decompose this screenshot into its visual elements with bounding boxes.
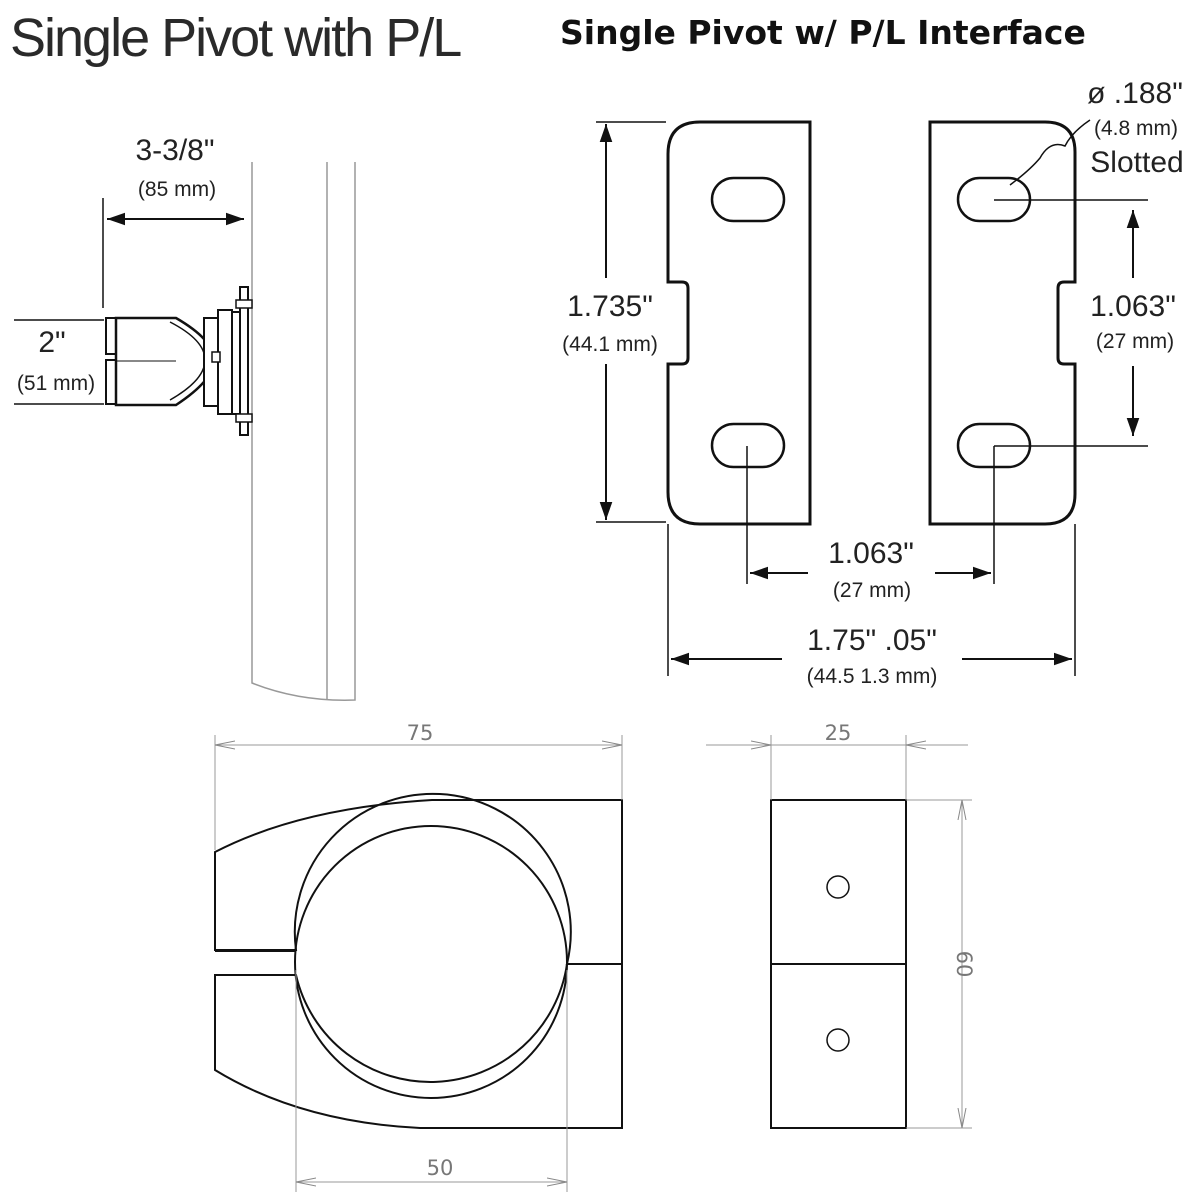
title-left: Single Pivot with P/L	[10, 8, 461, 68]
clamp-thickness-25-dimension: 25	[706, 721, 968, 800]
pole-drawing	[251, 162, 356, 701]
clamp-width-label: 75	[407, 721, 434, 745]
hole-diameter-inches-label: ø .188"	[1087, 77, 1183, 110]
clamp-side-top-hole	[826, 875, 850, 899]
hole-spacing-horizontal-inches-label: 1.063"	[828, 537, 914, 570]
depth-dimension: 3-3/8" (85 mm)	[102, 134, 244, 308]
hole-spacing-vertical-inches-label: 1.063"	[1090, 290, 1176, 323]
clamp-height-60-dimension: 60	[906, 799, 976, 1129]
title-right: Single Pivot w/ P/L Interface	[560, 13, 1086, 52]
depth-inches-label: 3-3/8"	[135, 134, 214, 167]
plate-width-inches-label: 1.75" .05"	[807, 624, 937, 657]
clamp-thickness-label: 25	[825, 721, 852, 745]
height-mm-label: (51 mm)	[17, 372, 95, 395]
left-plate-bottom-slot	[710, 422, 786, 469]
hole-callout: ø .188" (4.8 mm) Slotted	[1009, 77, 1184, 186]
clamp-width-75-dimension: 75	[214, 721, 623, 850]
hole-diameter-mm-label: (4.8 mm)	[1094, 117, 1178, 140]
clamp-front-view	[214, 792, 623, 1129]
plate-height-dimension: 1.735" (44.1 mm)	[562, 121, 666, 523]
hole-slotted-label: Slotted	[1090, 146, 1183, 179]
clamp-height-label: 60	[952, 951, 976, 978]
plate-width-dimension: 1.75" .05" (44.5 1.3 mm)	[667, 524, 1076, 688]
plate-width-mm-label: (44.5 1.3 mm)	[807, 665, 938, 688]
height-dimension: 2" (51 mm)	[14, 319, 104, 405]
plate-height-inches-label: 1.735"	[567, 290, 653, 323]
right-plate	[928, 120, 1077, 526]
left-plate	[666, 120, 812, 526]
height-inches-label: 2"	[38, 326, 65, 359]
clamp-side-bottom-hole	[826, 1028, 850, 1052]
plate-height-mm-label: (44.1 mm)	[562, 333, 658, 356]
clamp-bore-50-dimension: 50	[295, 970, 568, 1192]
clamp-bore-label: 50	[427, 1156, 454, 1180]
hole-spacing-vertical-dimension: 1.063" (27 mm)	[994, 199, 1176, 447]
left-plate-top-slot	[710, 176, 786, 223]
hole-spacing-horizontal-dimension: 1.063" (27 mm)	[746, 446, 995, 602]
depth-mm-label: (85 mm)	[138, 178, 216, 201]
hole-spacing-vertical-mm-label: (27 mm)	[1096, 330, 1174, 353]
hole-spacing-horizontal-mm-label: (27 mm)	[833, 579, 911, 602]
pivot-mount-side	[105, 286, 253, 436]
clamp-side-view	[770, 799, 907, 1129]
